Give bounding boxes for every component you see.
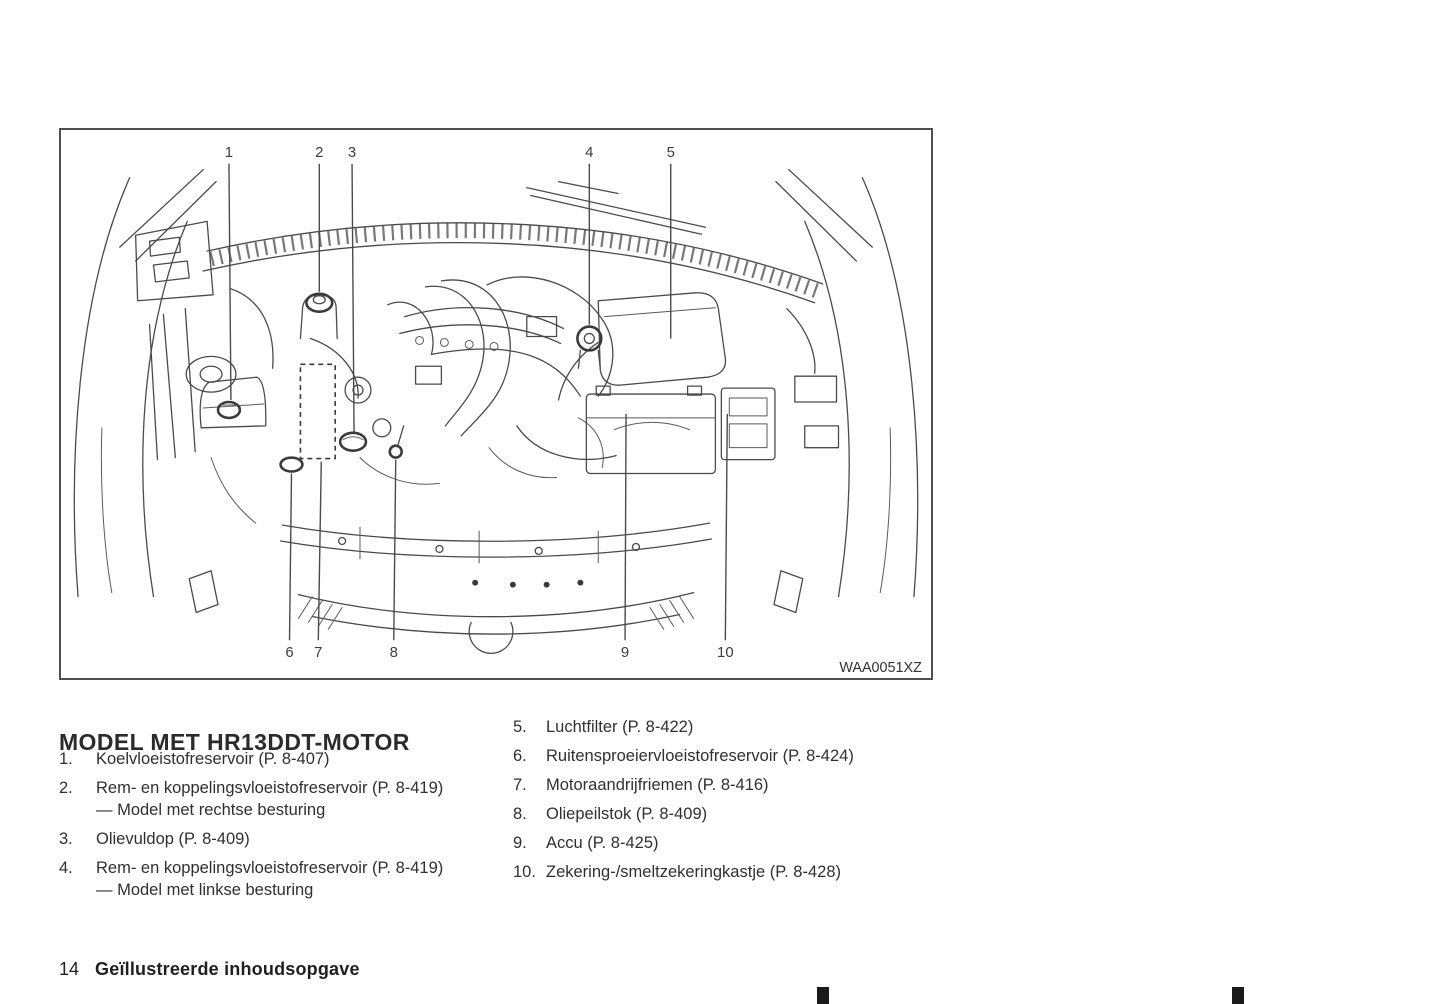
legend-item-number: 6. — [513, 747, 527, 765]
thumb-index-mark — [817, 987, 829, 1004]
callout-leader-lines — [228, 163, 729, 641]
callout-5: 5 — [667, 145, 675, 161]
legend-item-number: 9. — [513, 834, 527, 852]
callout-8: 8 — [390, 645, 398, 661]
battery — [585, 393, 717, 475]
section-heading: MODEL MET HR13DDT-MOTOR — [59, 729, 410, 756]
legend-item-text: Zekering-/smeltzekeringkastje (P. 8-428) — [546, 863, 841, 881]
air-cleaner-box — [597, 292, 727, 386]
legend-item-text: Luchtfilter (P. 8-422) — [546, 718, 694, 736]
front-crossmember — [279, 522, 713, 654]
callout-7: 7 — [314, 645, 322, 661]
drive-belt-dashed-area — [299, 363, 336, 460]
legend-item-text: Rem- en koppelingsvloeistofreservoir (P.… — [96, 857, 509, 901]
legend-item-1: 1. Koelvloeistofreservoir (P. 8-407) — [59, 748, 509, 770]
engine-block — [309, 276, 617, 485]
tow-hook-opening — [468, 621, 514, 654]
washer-fluid-cap — [279, 456, 304, 473]
legend-item-3: 3. Olievuldop (P. 8-409) — [59, 828, 509, 850]
right-structures — [557, 292, 840, 475]
legend-item-note: — Model met linkse besturing — [96, 881, 314, 899]
legend-item-text: Accu (P. 8-425) — [546, 834, 659, 852]
legend-item-number: 10. — [513, 863, 536, 881]
callout-1: 1 — [225, 145, 233, 161]
legend-item-text: Rem- en koppelingsvloeistofreservoir (P.… — [96, 777, 509, 821]
legend-item-main: Rem- en koppelingsvloeistofreservoir (P.… — [96, 859, 444, 877]
coolant-reservoir-cap — [216, 400, 242, 420]
callout-numbers: 1 2 3 4 5 6 7 8 9 10 — [225, 145, 734, 661]
legend-item-text: Koelvloeistofreservoir (P. 8-407) — [96, 750, 330, 768]
callout-3: 3 — [348, 145, 356, 161]
legend-item-8: 8. Oliepeilstok (P. 8-409) — [513, 803, 943, 825]
cowl-grille — [202, 180, 824, 304]
legend-item-10: 10. Zekering-/smeltzekeringkastje (P. 8-… — [513, 861, 943, 883]
legend-item-number: 2. — [59, 779, 73, 797]
legend-item-number: 3. — [59, 830, 73, 848]
thumb-index-mark — [1232, 987, 1244, 1004]
legend-item-number: 5. — [513, 718, 527, 736]
legend-item-5: 5. Luchtfilter (P. 8-422) — [513, 716, 943, 738]
legend-item-text: Motoraandrijfriemen (P. 8-416) — [546, 776, 769, 794]
page-footer: 14 Geïllustreerde inhoudsopgave — [59, 959, 360, 980]
page-number: 14 — [59, 959, 80, 979]
oil-dipstick-ring — [388, 444, 403, 459]
legend-item-text: Oliepeilstok (P. 8-409) — [546, 805, 708, 823]
engine-bay-illustration: 1 2 3 4 5 6 7 8 9 10 WAA0051XZ — [73, 145, 922, 676]
component-markers — [216, 292, 603, 473]
legend-item-main: Rem- en koppelingsvloeistofreservoir (P.… — [96, 779, 444, 797]
left-structures — [134, 220, 274, 524]
engine-diagram-frame: 1 2 3 4 5 6 7 8 9 10 WAA0051XZ — [59, 128, 933, 680]
oil-filler-cap — [338, 431, 368, 452]
callout-6: 6 — [285, 645, 293, 661]
legend-item-2: 2. Rem- en koppelingsvloeistofreservoir … — [59, 777, 509, 821]
callout-4: 4 — [585, 145, 593, 161]
legend-item-number: 7. — [513, 776, 527, 794]
legend-column-left: 1. Koelvloeistofreservoir (P. 8-407) 2. … — [59, 748, 509, 908]
chapter-title: Geïllustreerde inhoudsopgave — [95, 959, 360, 979]
brake-fluid-cap-lhd — [576, 325, 603, 352]
brake-fluid-cap-rhd — [305, 292, 334, 313]
legend-item-text: Olievuldop (P. 8-409) — [96, 830, 250, 848]
callout-2: 2 — [315, 145, 323, 161]
fuse-box — [720, 387, 776, 461]
legend-item-number: 1. — [59, 750, 73, 768]
legend-item-6: 6. Ruitensproeiervloeistofreservoir (P. … — [513, 745, 943, 767]
legend-item-number: 4. — [59, 859, 73, 877]
figure-code: WAA0051XZ — [839, 660, 922, 676]
callout-10: 10 — [717, 645, 734, 661]
legend-item-7: 7. Motoraandrijfriemen (P. 8-416) — [513, 774, 943, 796]
legend-item-note: — Model met rechtse besturing — [96, 801, 326, 819]
legend-item-number: 8. — [513, 805, 527, 823]
legend-column-right: 5. Luchtfilter (P. 8-422) 6. Ruitensproe… — [513, 716, 943, 890]
callout-9: 9 — [621, 645, 629, 661]
car-body-outline — [73, 169, 919, 614]
legend-item-4: 4. Rem- en koppelingsvloeistofreservoir … — [59, 857, 509, 901]
legend-item-9: 9. Accu (P. 8-425) — [513, 832, 943, 854]
legend-item-text: Ruitensproeiervloeistofreservoir (P. 8-4… — [546, 747, 854, 765]
